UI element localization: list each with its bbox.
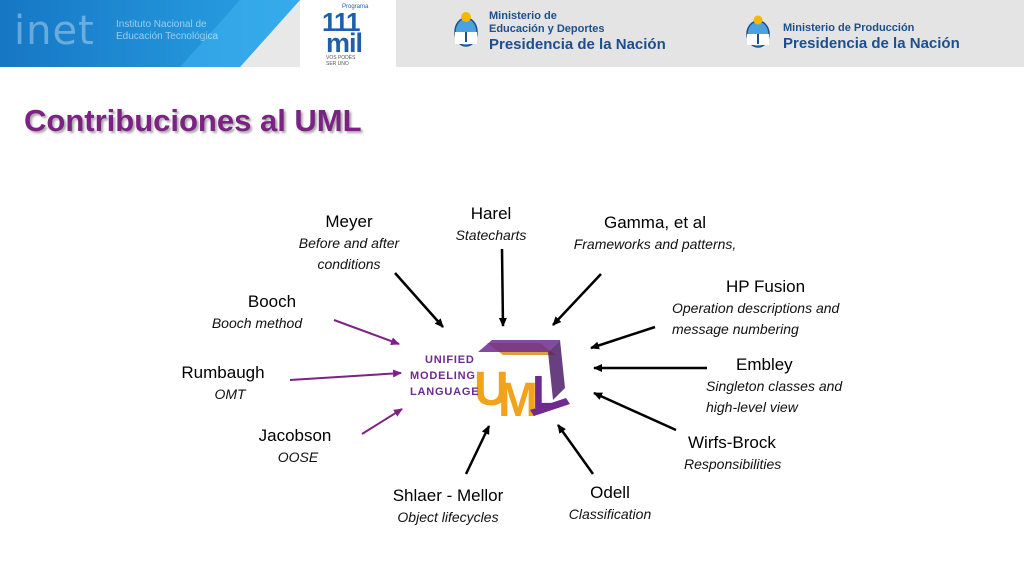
ministry-production-line2: Presidencia de la Nación [783, 35, 960, 52]
program-111-mil-logo: Programa 111 mil VOS PODÉS SER UNO [318, 4, 386, 67]
contributor-name: Jacobson [258, 426, 332, 445]
inet-subtitle: Instituto Nacional de Educación Tecnológ… [116, 19, 218, 43]
program-tagline: VOS PODÉS SER UNO [326, 55, 366, 67]
contributor-desc: Classification [568, 506, 652, 522]
uml-wordmark-line2: MODELING [410, 370, 476, 382]
contributor-desc: OMT [214, 386, 246, 402]
arrow-odell [556, 424, 595, 475]
contributor-hpfusion: HP Fusion Operation descriptions and mes… [672, 276, 852, 340]
ministry-education-line1: Ministerio de [489, 10, 557, 22]
arrow-booch [333, 319, 400, 345]
argentina-seal-icon-2 [746, 15, 770, 48]
contributor-wirfsbrock: Wirfs-Brock Responsibilities [684, 432, 794, 475]
ministry-education-block: Ministerio de Educación y Deportes Presi… [489, 10, 666, 53]
contributor-shlaer-mellor: Shlaer - Mellor Object lifecycles [390, 485, 506, 528]
ministry-education-line3: Presidencia de la Nación [489, 36, 666, 53]
arrow-harel [498, 248, 507, 327]
contributor-name: Rumbaugh [181, 363, 265, 382]
inet-subtitle-line2: Educación Tecnológica [116, 31, 219, 42]
uml-wordmark-line1: UNIFIED [425, 354, 475, 366]
contributor-name: Booch [247, 292, 297, 311]
program-tagline-line2: SER UNO [326, 61, 349, 67]
inet-banner: inet Instituto Nacional de Educación Tec… [0, 0, 396, 67]
program-tagline-line1: VOS PODÉS [326, 55, 356, 61]
program-label: Programa [342, 4, 369, 10]
contributor-name: HP Fusion [726, 277, 806, 296]
banner-background [0, 0, 396, 67]
contributor-name: Shlaer - Mellor [392, 486, 504, 505]
ministry-education-line2: Educación y Deportes [489, 23, 605, 35]
uml-wordmark-line3: LANGUAGE [410, 386, 480, 398]
contributor-name: Harel [470, 204, 512, 223]
contributor-desc: Operation descriptions and [672, 300, 840, 316]
contributor-desc: message numbering [672, 321, 799, 337]
contributor-desc: conditions [317, 256, 381, 272]
contributor-rumbaugh: Rumbaugh OMT [178, 362, 268, 405]
arrow-meyer [394, 272, 444, 328]
arrow-jacobson [361, 408, 403, 435]
contributor-desc: Booch method [211, 315, 303, 331]
contributor-desc: high-level view [706, 399, 798, 415]
contributor-jacobson: Jacobson OOSE [254, 425, 336, 468]
contributor-desc: Singleton classes and [706, 378, 843, 394]
uml-logo-wordmark: UNIFIED MODELING LANGUAGE [410, 352, 479, 400]
program-number: 111 [322, 7, 361, 37]
contributor-name: Embley [736, 355, 793, 374]
contributor-meyer: Meyer Before and after conditions [296, 211, 402, 275]
contributor-desc: Before and after [298, 235, 400, 251]
contributor-embley: Embley Singleton classes and high-level … [706, 354, 856, 418]
contributor-name: Wirfs-Brock [688, 433, 776, 452]
ministry-production-block: Ministerio de Producción Presidencia de … [783, 22, 960, 52]
contributor-desc: OOSE [277, 449, 319, 465]
contributor-gamma: Gamma, et al Frameworks and patterns, [572, 212, 738, 255]
contributor-name: Gamma, et al [603, 213, 707, 232]
contributor-desc: Statecharts [455, 227, 527, 243]
slide-title: Contribuciones al UML [24, 103, 362, 138]
uml-letter-u: U [474, 363, 509, 416]
uml-logo-icon: U M L [474, 340, 570, 427]
inet-logo-text: inet [14, 8, 95, 54]
inet-subtitle-line1: Instituto Nacional de [116, 19, 207, 30]
arrow-hpfusion [590, 325, 656, 350]
contributor-name: Meyer [325, 212, 373, 231]
header-bar: inet Instituto Nacional de Educación Tec… [0, 0, 1024, 67]
arrow-wirfsbrock [593, 391, 677, 432]
argentina-seal-icon [454, 12, 478, 47]
contributor-name: Odell [590, 483, 630, 502]
ministry-production-line1: Ministerio de Producción [783, 22, 915, 34]
contributor-desc: Responsibilities [684, 456, 782, 472]
contributor-booch: Booch Booch method [203, 291, 311, 334]
uml-letter-m: M [498, 374, 538, 427]
arrow-rumbaugh [289, 369, 402, 381]
arrow-shlaer [464, 425, 491, 475]
contributor-desc: Frameworks and patterns, [573, 236, 737, 252]
contributor-desc: Object lifecycles [397, 509, 499, 525]
arrow-gamma [552, 273, 602, 326]
contributor-harel: Harel Statecharts [450, 203, 532, 246]
program-word: mil [326, 28, 363, 58]
contributor-odell: Odell Classification [566, 482, 654, 525]
